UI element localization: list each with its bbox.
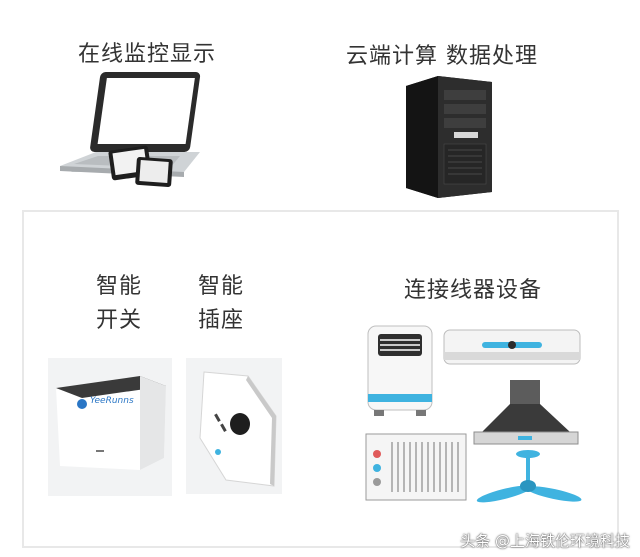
window-ac-icon [365,433,467,501]
heading-online-monitoring: 在线监控显示 [78,42,217,67]
portable-ac-icon [367,325,433,416]
wall-ac-icon [443,329,581,365]
heading-smart-socket-line1: 智能 [198,274,245,299]
heading-smart-switch-line2: 开关 [96,308,143,333]
watermark: 头条 @上海铁伦环境科技 [460,532,630,550]
heading-smart-switch-line1: 智能 [96,274,143,299]
smart-switch-image: YeeRunns [48,358,172,496]
devices-frame [22,210,619,548]
smart-socket-image [186,358,282,494]
server-tower-image [406,76,492,198]
laptop-devices-image [60,72,201,188]
heading-connected-devices: 连接线器设备 [404,278,543,303]
heading-smart-socket-line2: 插座 [198,308,245,333]
ceiling-fan-icon [476,450,582,503]
heading-cloud-computing: 云端计算 数据处理 [346,44,538,69]
range-hood-icon [473,380,579,445]
switch-brand-label: YeeRunns [90,396,134,406]
